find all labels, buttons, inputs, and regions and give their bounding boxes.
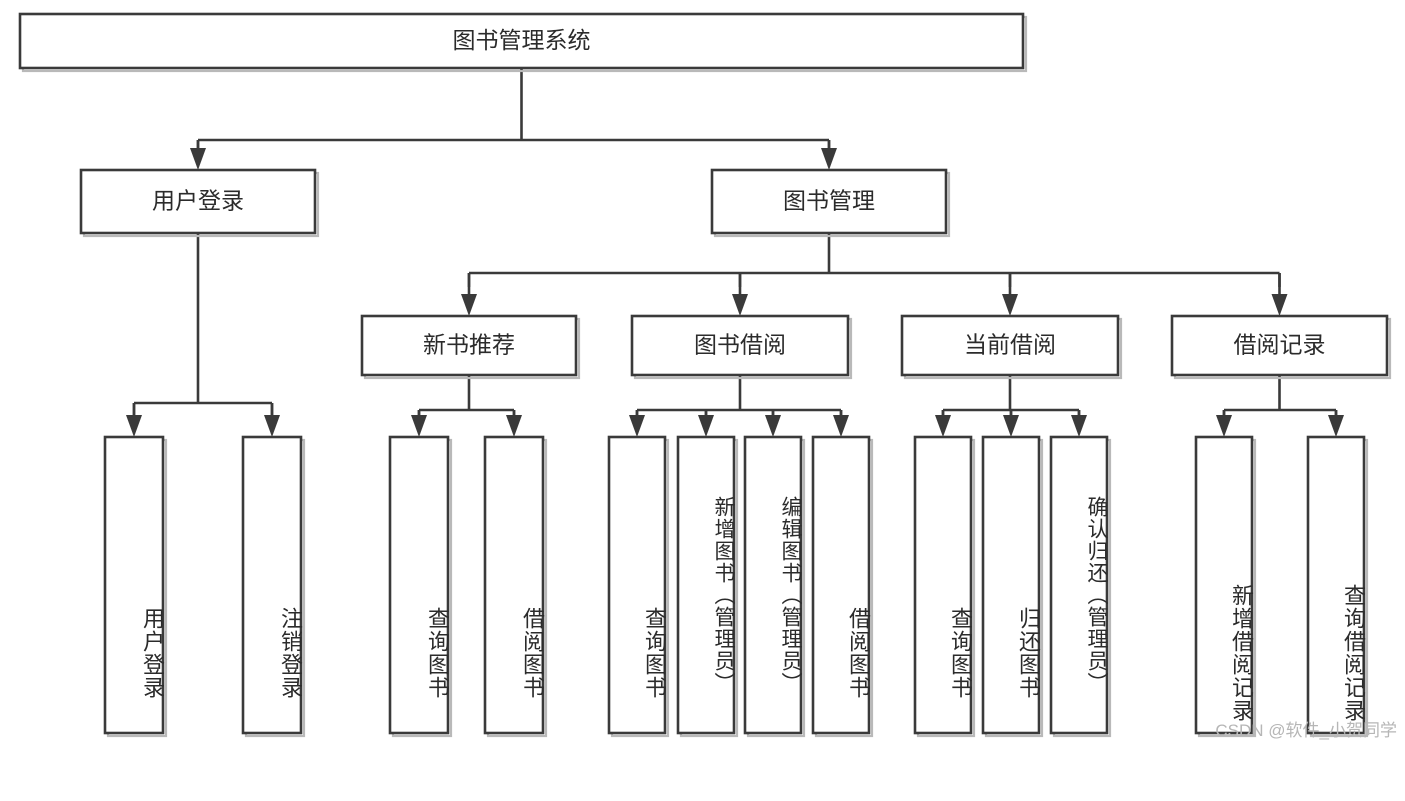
arrow-head-icon xyxy=(935,415,951,437)
leaf-node-label: 查询图书 xyxy=(948,607,973,699)
leaf-node-label: 用户登录 xyxy=(140,607,165,699)
leaf-node-box[interactable] xyxy=(103,435,165,735)
level3-node-box[interactable] xyxy=(630,314,850,377)
node-boxes xyxy=(18,12,1392,738)
watermark: CSDN @软件_小贺同学 xyxy=(1215,721,1397,740)
arrow-head-icon xyxy=(1328,415,1344,437)
root-node-box[interactable] xyxy=(18,12,1025,70)
arrow-head-icon xyxy=(1003,415,1019,437)
arrow-head-icon xyxy=(629,415,645,437)
level3-node-box[interactable] xyxy=(1170,314,1389,377)
leaf-node-label: 注销登录 xyxy=(278,607,303,699)
leaf-node-label: 归还图书 xyxy=(1016,607,1041,699)
level3-node-label: 当前借阅 xyxy=(964,332,1056,358)
root-node-label: 图书管理系统 xyxy=(453,27,591,53)
arrow-head-icon xyxy=(1271,294,1288,316)
leaf-node-box[interactable] xyxy=(388,435,450,735)
leaf-node-box[interactable] xyxy=(1306,435,1366,735)
level2-node-box[interactable] xyxy=(79,168,317,235)
leaf-node-label: 新增借阅记录 xyxy=(1229,584,1254,722)
leaf-node-label: 借阅图书 xyxy=(520,607,545,699)
arrow-head-icon xyxy=(126,415,142,437)
arrow-head-icon xyxy=(1002,294,1018,316)
leaf-node-box[interactable] xyxy=(913,435,973,735)
level3-node-label: 借阅记录 xyxy=(1234,332,1326,358)
arrow-head-icon xyxy=(506,415,522,437)
arrow-head-icon xyxy=(698,415,714,437)
leaf-node-box[interactable] xyxy=(981,435,1041,735)
leaf-node-box[interactable] xyxy=(743,435,803,735)
level3-node-label: 新书推荐 xyxy=(423,332,515,358)
arrow-head-icon xyxy=(411,415,427,437)
leaf-node-label: 查询图书 xyxy=(642,607,667,699)
level3-node-box[interactable] xyxy=(900,314,1120,377)
leaf-node-label: 确认归还（管理员） xyxy=(1085,496,1108,694)
leaf-node-label: 查询借阅记录 xyxy=(1341,584,1366,722)
leaf-node-box[interactable] xyxy=(676,435,736,735)
leaf-node-box[interactable] xyxy=(241,435,303,735)
arrow-head-icon xyxy=(461,294,477,316)
leaf-node-label: 借阅图书 xyxy=(846,607,871,699)
leaf-node-label: 编辑图书（管理员） xyxy=(779,496,802,694)
level2-node-box[interactable] xyxy=(710,168,948,235)
level3-node-label: 图书借阅 xyxy=(694,332,786,358)
level2-node-label: 图书管理 xyxy=(783,188,875,214)
hierarchy-diagram: 图书管理系统用户登录图书管理新书推荐图书借阅当前借阅借阅记录 用户登录注销登录查… xyxy=(18,12,1397,740)
arrow-head-icon xyxy=(1216,415,1232,437)
arrow-head-icon xyxy=(190,148,206,170)
leaf-node-box[interactable] xyxy=(483,435,545,735)
connector-edges xyxy=(126,68,1344,437)
leaf-node-label: 新增图书（管理员） xyxy=(712,496,735,694)
arrow-head-icon xyxy=(264,415,280,437)
arrow-head-icon xyxy=(833,415,849,437)
arrow-head-icon xyxy=(821,148,837,170)
leaf-node-box[interactable] xyxy=(607,435,667,735)
leaf-node-label: 查询图书 xyxy=(425,607,450,699)
level3-node-box[interactable] xyxy=(360,314,578,377)
leaf-node-box[interactable] xyxy=(1049,435,1109,735)
arrow-head-icon xyxy=(732,294,748,316)
arrow-head-icon xyxy=(765,415,781,437)
level2-node-label: 用户登录 xyxy=(152,188,244,214)
arrow-head-icon xyxy=(1071,415,1087,437)
leaf-node-box[interactable] xyxy=(811,435,871,735)
leaf-node-box[interactable] xyxy=(1194,435,1254,735)
